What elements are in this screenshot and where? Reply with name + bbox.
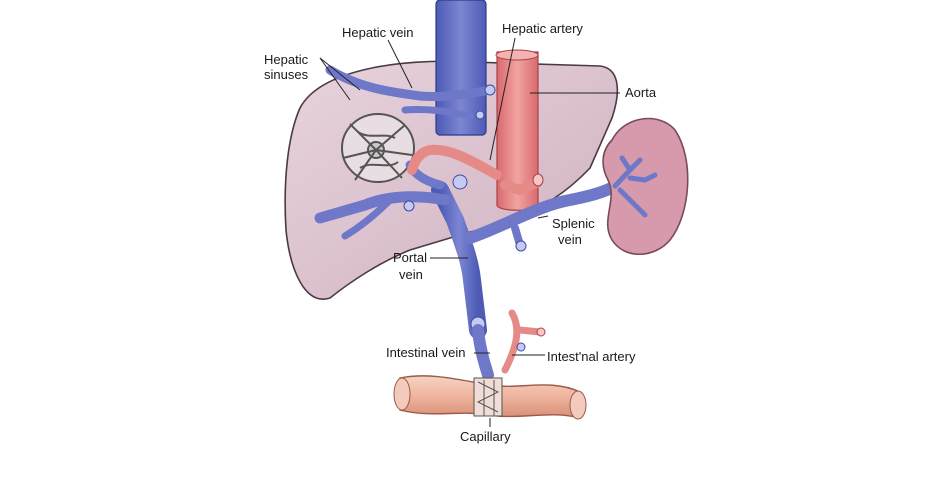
vein-cut-end <box>516 342 526 352</box>
label-aorta: Aorta <box>625 85 657 100</box>
vein-cut-end <box>515 240 527 252</box>
artery-cut-end <box>532 173 544 187</box>
portal-vein-liver-branch <box>314 191 451 224</box>
portal-vein <box>431 181 487 339</box>
vein-cut-end <box>484 84 496 96</box>
leader-lines <box>319 37 620 427</box>
celiac-trunk <box>500 177 543 196</box>
intestine-end-right <box>569 390 587 420</box>
intestinal-vein <box>472 324 494 381</box>
aorta-top <box>495 49 539 61</box>
label-hepatic-sinuses-1: Hepatic <box>264 52 309 67</box>
label-portal-vein-2: vein <box>399 267 423 282</box>
hepatic-vein-branch <box>325 65 495 102</box>
portal-vein-liver-branch <box>341 196 394 240</box>
hepatic-artery <box>407 144 502 180</box>
label-splenic-vein-2: vein <box>558 232 582 247</box>
label-hepatic-vein: Hepatic vein <box>342 25 414 40</box>
hepatic-vein-trunk <box>435 0 487 136</box>
label-capillary: Capillary <box>460 429 511 444</box>
hepatic-vein-branch <box>401 105 474 120</box>
label-portal-vein-1: Portal <box>393 250 427 265</box>
label-intestinal-vein: Intestinal vein <box>386 345 466 360</box>
splenic-vein <box>464 180 621 244</box>
intestine-end-left <box>393 377 411 411</box>
label-hepatic-artery: Hepatic artery <box>502 21 583 36</box>
label-splenic-vein-1: Splenic <box>552 216 595 231</box>
intestinal-artery <box>501 309 521 374</box>
vein-cut-end <box>403 200 415 212</box>
spleen <box>602 117 689 255</box>
vein-cut-end <box>475 110 485 120</box>
label-intestinal-artery: Intest'nal artery <box>547 349 636 364</box>
hepatic-lobule <box>341 113 415 183</box>
splenic-vein-branches <box>612 155 658 218</box>
vein-cut-end <box>452 174 468 190</box>
label-hepatic-sinuses-2: sinuses <box>264 67 309 82</box>
capillary-bed <box>473 377 503 417</box>
artery-cut-end <box>536 327 546 337</box>
